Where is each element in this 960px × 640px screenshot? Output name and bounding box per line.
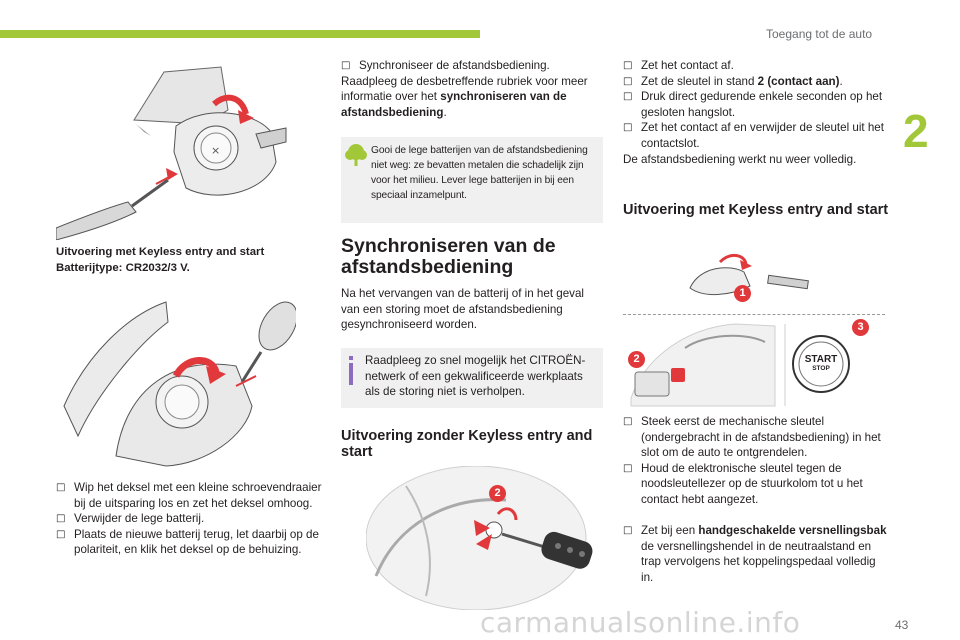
list-item: □Zet de sleutel in stand 2 (contact aan)… [623,74,843,88]
page-number: 43 [895,618,909,632]
callout-1: 1 [734,285,751,302]
restored-text: De afstandsbediening werkt nu weer volle… [623,153,857,166]
right-steps-list: □Zet het contact af. □Zet de sleutel in … [623,58,889,152]
square-bullet-icon: □ [341,60,351,71]
start-stop-label: START STOP [800,355,842,373]
heading-without-keyless: Uitvoering zonder Keyless entry and star… [341,428,593,460]
ignition-key-illustration [366,466,602,610]
sync-intro-text: Synchroniseer de afstandsbediening. Raad… [341,59,588,119]
header-accent-bar [0,30,480,38]
callout-3: 3 [852,319,869,336]
info-note: Raadpleeg zo snel mogelijk het CITROËN-n… [341,348,603,408]
list-item: □Zet het contact af en verwijder de sleu… [623,121,884,150]
info-icon [346,356,356,390]
svg-text:×: × [211,144,220,157]
list-item: □Plaats de nieuwe batterij terug, let da… [56,527,319,557]
square-bullet-icon: □ [623,60,633,71]
left-steps-list: □Wip het deksel met een kleine schroeven… [56,480,322,558]
list-item: □Zet het contact af. [623,59,734,72]
square-bullet-icon: □ [623,525,633,536]
square-bullet-icon: □ [623,75,633,87]
tree-icon [345,144,367,166]
list-item: □Druk direct gedurende enkele seconden o… [623,90,883,119]
list-item: □Houd de elektronische sleutel tegen de … [623,461,863,506]
keyless-start-illustration [625,318,885,410]
heading-keyless: Uitvoering met Keyless entry and start [623,202,889,218]
last-step-list: □Zet bij een handgeschakelde versnelling… [623,523,889,585]
illustration-divider [623,314,885,315]
square-bullet-icon: □ [623,416,633,427]
watermark: carmanualsonline.info [480,606,801,639]
list-item: □Verwijder de lege batterij. [56,512,205,526]
caption-keyless-title: Uitvoering met Keyless entry and start [56,246,265,258]
chapter-number: 2 [903,105,929,157]
start-label: START [804,354,838,365]
section-title: Toegang tot de auto [766,27,873,41]
environment-note-text: Gooi de lege batterijen van de afstandsb… [371,145,588,201]
callout-2-ignition: 2 [489,485,506,502]
square-bullet-icon: □ [56,482,66,493]
square-bullet-icon: □ [56,528,66,540]
key-cover-removal-illustration: × [56,62,288,240]
square-bullet-icon: □ [623,91,633,103]
heading-sync: Synchroniseren van de afstandsbediening [341,235,556,278]
square-bullet-icon: □ [623,462,633,474]
sync-paragraph: Na het vervangen van de batterij of in h… [341,287,584,332]
keyless-steps-list: □Steek eerst de mechanische sleutel (ond… [623,414,889,508]
square-bullet-icon: □ [623,122,633,134]
sync-intro: □ Synchroniseer de afstandsbediening. Ra… [341,58,603,120]
stop-label: STOP [812,365,830,372]
info-note-text: Raadpleeg zo snel mogelijk het CITROËN-n… [365,354,586,399]
square-bullet-icon: □ [56,513,66,525]
list-item: □Steek eerst de mechanische sleutel (ond… [623,415,881,460]
key-battery-replacement-illustration [56,286,296,476]
caption-battery-type: Batterijtype: CR2032/3 V. [56,262,190,274]
list-item: □Wip het deksel met een kleine schroeven… [56,481,322,510]
callout-2: 2 [628,351,645,368]
environment-note: Gooi de lege batterijen van de afstandsb… [341,137,603,223]
list-item: □Zet bij een handgeschakelde versnelling… [623,524,887,584]
